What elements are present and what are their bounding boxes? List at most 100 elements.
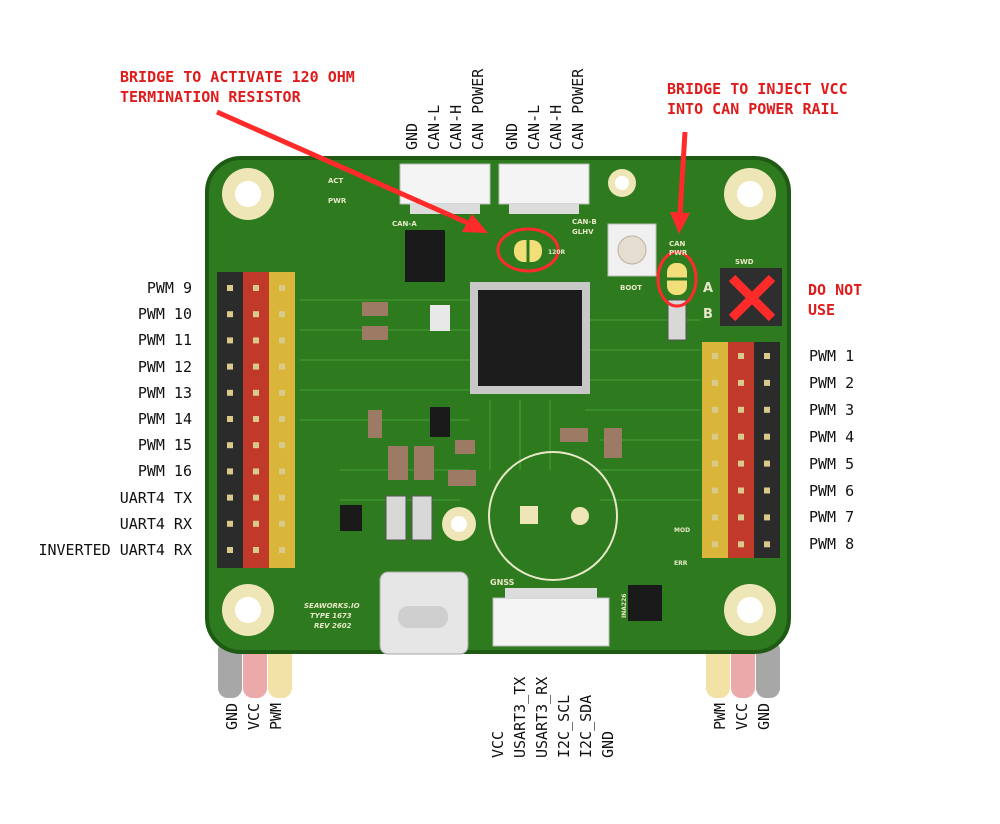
header-pin [764, 460, 770, 467]
header-pin [738, 406, 744, 413]
header-pin [764, 433, 770, 440]
header-pin [227, 337, 233, 344]
header-pin [279, 520, 285, 527]
header-pin [253, 468, 259, 475]
header-pin [279, 389, 285, 396]
header-pin [738, 433, 744, 440]
header-pin [764, 379, 770, 386]
header-pin [764, 406, 770, 413]
silk-boot: BOOT [620, 284, 642, 292]
silk-can-b: CAN-B [572, 218, 597, 226]
right-pin-label-7: PWM 7 [809, 508, 855, 527]
header-pin [227, 416, 233, 422]
can-b-label-4: CAN POWER [569, 68, 587, 150]
header-pin [279, 311, 285, 318]
header-pin [279, 494, 285, 501]
buzzer [488, 451, 618, 581]
right-pin-label-3: PWM 3 [809, 400, 855, 419]
termination-annotation: BRIDGE TO ACTIVATE 120 OHM TERMINATION R… [120, 68, 355, 106]
header-pin [712, 379, 718, 386]
header-pin [227, 547, 233, 553]
left-pin-label-4: PWM 12 [137, 357, 192, 376]
can-b-label-2: CAN-L [525, 104, 543, 150]
bottom-left-label-1: GND [223, 702, 241, 730]
header-pin [253, 442, 259, 449]
bottom-gnss-label-2: USART3_TX [511, 676, 529, 758]
can-a-connector [399, 163, 491, 214]
header-pin [253, 337, 259, 344]
silk-brand: SEAWORKS.IO [304, 602, 360, 610]
header-pin [279, 416, 285, 422]
bottom-right-wires [706, 640, 780, 698]
left-pin-label-8: PWM 16 [137, 462, 192, 481]
left-pin-label-2: PWM 10 [137, 305, 192, 324]
small-chip [430, 407, 450, 437]
inject-vcc-annotation: BRIDGE TO INJECT VCC INTO CAN POWER RAIL [667, 80, 848, 118]
silk-can-pwr-1: CAN [669, 240, 686, 248]
silkscreen: ACT PWR CAN-A CAN-B GLHV 120R BOOT CAN P… [304, 177, 754, 630]
small-chip [340, 505, 362, 531]
right-pin-headers [702, 342, 780, 558]
header-pin [712, 514, 718, 521]
header-pin [227, 311, 233, 318]
header-pin [764, 514, 770, 521]
header-pin [738, 487, 744, 494]
left-pin-label-9: UART4 TX [119, 488, 192, 507]
header-pin [712, 487, 718, 494]
passive-components [362, 302, 622, 486]
header-pin [253, 494, 259, 501]
silk-mod: MOD [674, 527, 690, 534]
header-pin [279, 337, 285, 344]
mcu-chip [470, 282, 590, 394]
ina-chip [628, 585, 662, 621]
bottom-left-label-3: PWM [267, 702, 285, 730]
header-pin [227, 494, 233, 501]
silk-gnss: GNSS [490, 578, 515, 587]
boot-button [607, 223, 657, 277]
bottom-right-label-3: GND [755, 702, 773, 730]
header-pin [253, 416, 259, 422]
header-pin [712, 406, 718, 413]
usb-c-connector [379, 571, 469, 655]
bottom-left-wires [218, 640, 292, 698]
header-pin [738, 353, 744, 359]
left-pin-label-1: PWM 9 [146, 279, 192, 297]
header-pin [738, 514, 744, 521]
header-pin [764, 541, 770, 548]
bottom-gnss-label-1: VCC [489, 730, 507, 758]
header-pin [227, 363, 233, 370]
silk-ina: INA226 [621, 594, 628, 618]
header-pin [764, 353, 770, 359]
bottom-gnss-label-6: GND [599, 730, 617, 758]
header-pin [712, 460, 718, 467]
silk-a: A [703, 281, 713, 296]
silk-type: TYPE 1673 [310, 612, 352, 620]
silk-err: ERR [674, 560, 688, 567]
left-pin-label-11: INVERTED UART4 RX [38, 541, 192, 559]
bottom-gnss-label-5: I2C_SDA [577, 694, 595, 758]
left-pin-headers [217, 272, 295, 568]
header-pin [712, 353, 718, 359]
header-pin [227, 442, 233, 449]
bottom-gnss-label-4: I2C_SCL [555, 694, 573, 758]
bottom-right-label-2: VCC [733, 702, 751, 730]
mounting-holes [222, 168, 776, 636]
header-pin [253, 547, 259, 553]
header-pin [279, 468, 285, 475]
header-pin [253, 311, 259, 318]
header-pin [227, 468, 233, 475]
right-pin-label-2: PWM 2 [809, 373, 855, 392]
silk-glhv: GLHV [572, 228, 594, 236]
left-pin-label-10: UART4 RX [119, 514, 192, 533]
can-a-label-3: CAN-H [447, 104, 465, 150]
silk-term: 120R [548, 249, 566, 256]
header-pin [227, 389, 233, 396]
can-a-label-1: GND [403, 122, 421, 150]
right-pin-label-8: PWM 8 [809, 535, 855, 554]
right-pin-label-4: PWM 4 [809, 427, 855, 446]
header-pin [279, 285, 285, 291]
right-pin-label-1: PWM 1 [809, 347, 855, 365]
left-pin-label-5: PWM 13 [137, 383, 192, 402]
bottom-right-label-1: PWM [711, 702, 729, 730]
